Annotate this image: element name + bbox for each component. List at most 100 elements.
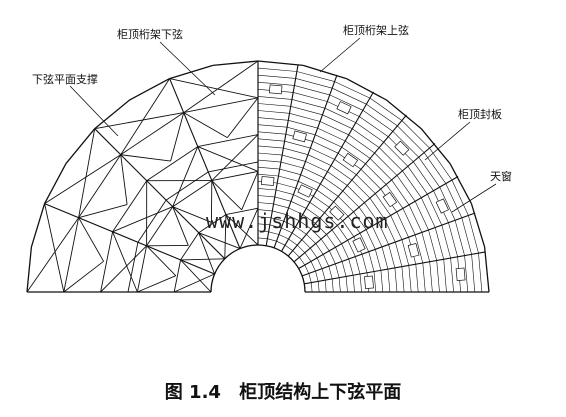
roof-panel-hatch: [267, 238, 277, 242]
roof-panel-hatch: [316, 189, 334, 203]
brace-member: [180, 259, 212, 293]
roof-panel-hatch: [322, 114, 353, 129]
lower-chord-plan: [26, 60, 259, 293]
roof-panel-hatch: [422, 262, 426, 293]
roof-panel-hatch: [364, 202, 379, 223]
roof-panel-hatch: [402, 170, 422, 198]
roof-panel-hatch: [434, 227, 444, 260]
roof-panel-hatch: [257, 131, 286, 135]
brace-chord: [100, 231, 114, 293]
roof-panel-hatch: [342, 190, 360, 208]
brace-member: [172, 206, 189, 246]
skylight-opening: [297, 184, 313, 198]
roof-panel-hatch: [280, 161, 304, 169]
roof-panel-hatch: [392, 131, 419, 158]
roof-panel-hatch: [378, 147, 403, 172]
roof-panel-hatch: [345, 276, 348, 293]
label-skylight: 天窗: [490, 169, 512, 183]
roof-panel-hatch: [320, 183, 339, 197]
brace-chord: [180, 232, 200, 261]
roof-panel-hatch: [257, 145, 284, 149]
brace-chord: [165, 171, 209, 201]
label-roof-panel: 柜顶封板: [458, 107, 502, 121]
skylight-opening: [382, 191, 398, 208]
roof-panel-hatch: [310, 147, 335, 160]
roof-panel-hatch: [359, 232, 369, 252]
brace-member: [183, 112, 228, 138]
roof-panel-hatch: [294, 85, 330, 96]
roof-panel-hatch: [369, 97, 403, 121]
brace-member: [44, 203, 65, 293]
roof-panel-hatch: [283, 220, 296, 228]
brace-member: [112, 231, 138, 293]
roof-panel-hatch: [358, 207, 373, 227]
roof-panel-hatch: [369, 158, 392, 181]
brace-member: [44, 154, 121, 204]
figure-caption: 图 1.4 柜顶结构上下弦平面: [0, 378, 566, 404]
roof-panel-hatch: [421, 197, 436, 228]
brace-member: [225, 214, 259, 246]
roof-panel-hatch: [414, 234, 424, 263]
brace-chord: [173, 259, 182, 293]
roof-panel-hatch: [388, 244, 396, 268]
roof-panel-hatch: [324, 212, 338, 226]
roof-panel-hatch: [329, 94, 364, 111]
outer-edge: [470, 203, 486, 248]
roof-panel-hatch: [288, 120, 318, 129]
roof-panel-hatch: [302, 214, 316, 224]
brace-member: [183, 60, 259, 113]
roof-panel-hatch: [345, 140, 371, 159]
roof-panel-hatch: [338, 277, 341, 293]
roof-panel-hatch: [423, 152, 447, 184]
outer-edge: [420, 128, 451, 165]
brace-member: [120, 78, 170, 155]
roof-panel-hatch: [257, 152, 283, 156]
roof-panel-hatch: [308, 273, 312, 283]
leader-skylight: [451, 183, 497, 213]
roof-panel-hatch: [328, 266, 333, 279]
skylight-opening: [364, 275, 374, 290]
roof-panel-hatch: [273, 203, 289, 209]
truss-lower-chord-line: [44, 203, 215, 275]
truss-lower-chord-line: [169, 78, 241, 249]
roof-panel-hatch: [306, 208, 321, 219]
leader-lines: [69, 37, 497, 213]
roof-panel-hatch: [257, 209, 273, 212]
outer-edge: [449, 163, 472, 204]
roof-panel-hatch: [306, 234, 316, 244]
roof-panel-hatch: [333, 201, 349, 217]
roof-panel-hatch: [299, 257, 306, 266]
roof-panel-hatch: [415, 264, 419, 293]
roof-panel-hatch: [374, 152, 398, 176]
roof-panel-hatch: [299, 220, 312, 230]
roof-panel-hatch: [317, 127, 346, 142]
brace-member: [174, 273, 215, 293]
brace-member: [78, 217, 104, 262]
roof-panel-hatch: [407, 166, 428, 195]
brace-chord: [112, 180, 148, 233]
roof-panel-hatch: [257, 173, 279, 177]
brace-member: [120, 154, 128, 205]
roof-panel-hatch: [359, 273, 362, 293]
roof-panel-hatch: [408, 265, 412, 293]
roof-panel-hatch: [397, 125, 425, 153]
leader-truss-lower-chord: [159, 41, 216, 96]
brace-chord: [136, 245, 148, 293]
brace-chord: [197, 134, 259, 148]
roof-panel-hatch: [369, 197, 385, 220]
roof-panel-hatch: [396, 175, 416, 202]
roof-panel-hatch: [304, 264, 310, 274]
roof-panel-hatch: [348, 258, 354, 276]
brace-member: [78, 204, 128, 219]
brace-chord: [172, 180, 213, 208]
roof-panel-hatch: [282, 154, 306, 162]
roof-panel-hatch: [257, 230, 269, 233]
brace-member: [198, 232, 241, 250]
roof-panel-hatch: [331, 278, 334, 293]
leader-lower-chord-brace: [69, 85, 119, 137]
roof-panel-hatch: [291, 99, 325, 109]
roof-panel-hatch: [257, 223, 270, 226]
roof-panel-hatch: [373, 271, 377, 293]
roof-panel-hatch: [296, 71, 335, 82]
